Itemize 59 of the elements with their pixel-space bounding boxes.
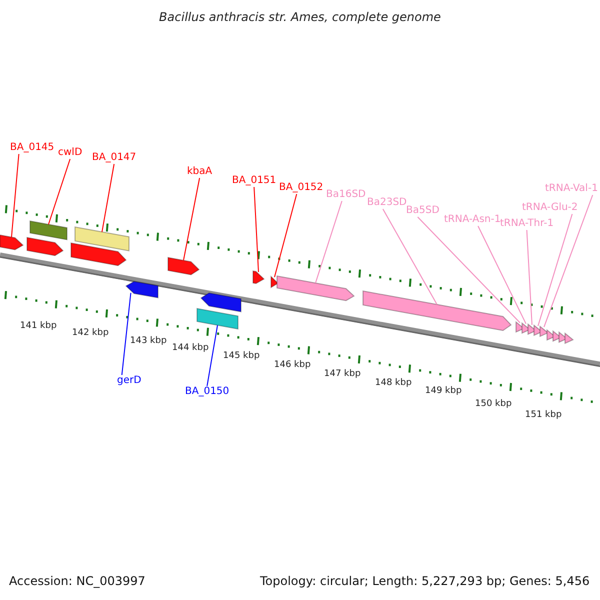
leader-line	[417, 216, 520, 324]
gene-feature	[26, 236, 64, 256]
accession-text: Accession: NC_003997	[9, 575, 146, 587]
gene-label: BA_0150	[185, 386, 230, 398]
gene-label: BA_0152	[279, 182, 324, 194]
gene-feature	[125, 280, 158, 298]
gene-label: gerD	[117, 375, 142, 387]
gene-feature	[564, 332, 574, 344]
leader-line	[206, 324, 218, 386]
gene-label: cwlD	[58, 147, 82, 159]
gene-label: tRNA-Asn-1	[444, 214, 501, 226]
gene-feature	[252, 270, 265, 284]
leader-line	[382, 208, 438, 305]
scale-label: 148 kbp	[375, 377, 412, 389]
gene-label: Ba16SD	[326, 189, 366, 201]
leader-line	[183, 178, 200, 261]
scale-label: 150 kbp	[475, 398, 512, 410]
gene-label: Ba23SD	[367, 197, 407, 209]
genome-info-text: Topology: circular; Length: 5,227,293 bp; Genes: 5,456	[260, 575, 590, 587]
gene-feature	[270, 276, 279, 288]
gene-label: tRNA-Val-1	[545, 183, 598, 195]
scale-label: 147 kbp	[324, 368, 361, 380]
leader-line	[544, 194, 594, 328]
leader-line	[254, 186, 259, 272]
scale-label: 146 kbp	[274, 359, 311, 371]
leader-line	[478, 226, 526, 324]
leader-line	[121, 292, 132, 376]
leader-line	[11, 154, 20, 238]
scale-label: 143 kbp	[130, 335, 167, 347]
gene-label: tRNA-Glu-2	[522, 202, 578, 214]
gene-feature	[70, 242, 127, 266]
gene-label: Ba5SD	[406, 205, 440, 217]
gene-feature	[0, 234, 24, 250]
scale-label: 151 kbp	[525, 409, 562, 421]
gene-box	[196, 308, 238, 330]
gene-label: BA_0151	[232, 175, 276, 187]
scale-label: 145 kbp	[223, 350, 260, 362]
leader-line	[315, 200, 342, 284]
leader-line	[526, 230, 532, 326]
gene-label: kbaA	[187, 166, 212, 178]
gene-feature	[200, 292, 242, 312]
gene-box	[30, 220, 68, 240]
gene-box	[74, 226, 130, 252]
gene-label: BA_0145	[10, 142, 54, 154]
gene-feature	[276, 275, 355, 302]
scale-label: 149 kbp	[425, 385, 462, 397]
leader-line	[102, 164, 115, 232]
gene-feature	[540, 326, 549, 337]
gene-feature	[362, 290, 512, 332]
scale-label: 141 kbp	[20, 320, 57, 332]
gene-label: BA_0147	[92, 152, 136, 164]
scale-label: 144 kbp	[172, 342, 209, 354]
leader-line	[48, 158, 71, 225]
scale-label: 142 kbp	[72, 327, 109, 339]
gene-label: tRNA-Thr-1	[500, 218, 554, 230]
diagram-title: Bacillus anthracis str. Ames, complete genome	[158, 11, 442, 23]
leader-line	[538, 214, 573, 326]
leader-line	[274, 194, 298, 278]
gene-feature	[168, 256, 200, 276]
